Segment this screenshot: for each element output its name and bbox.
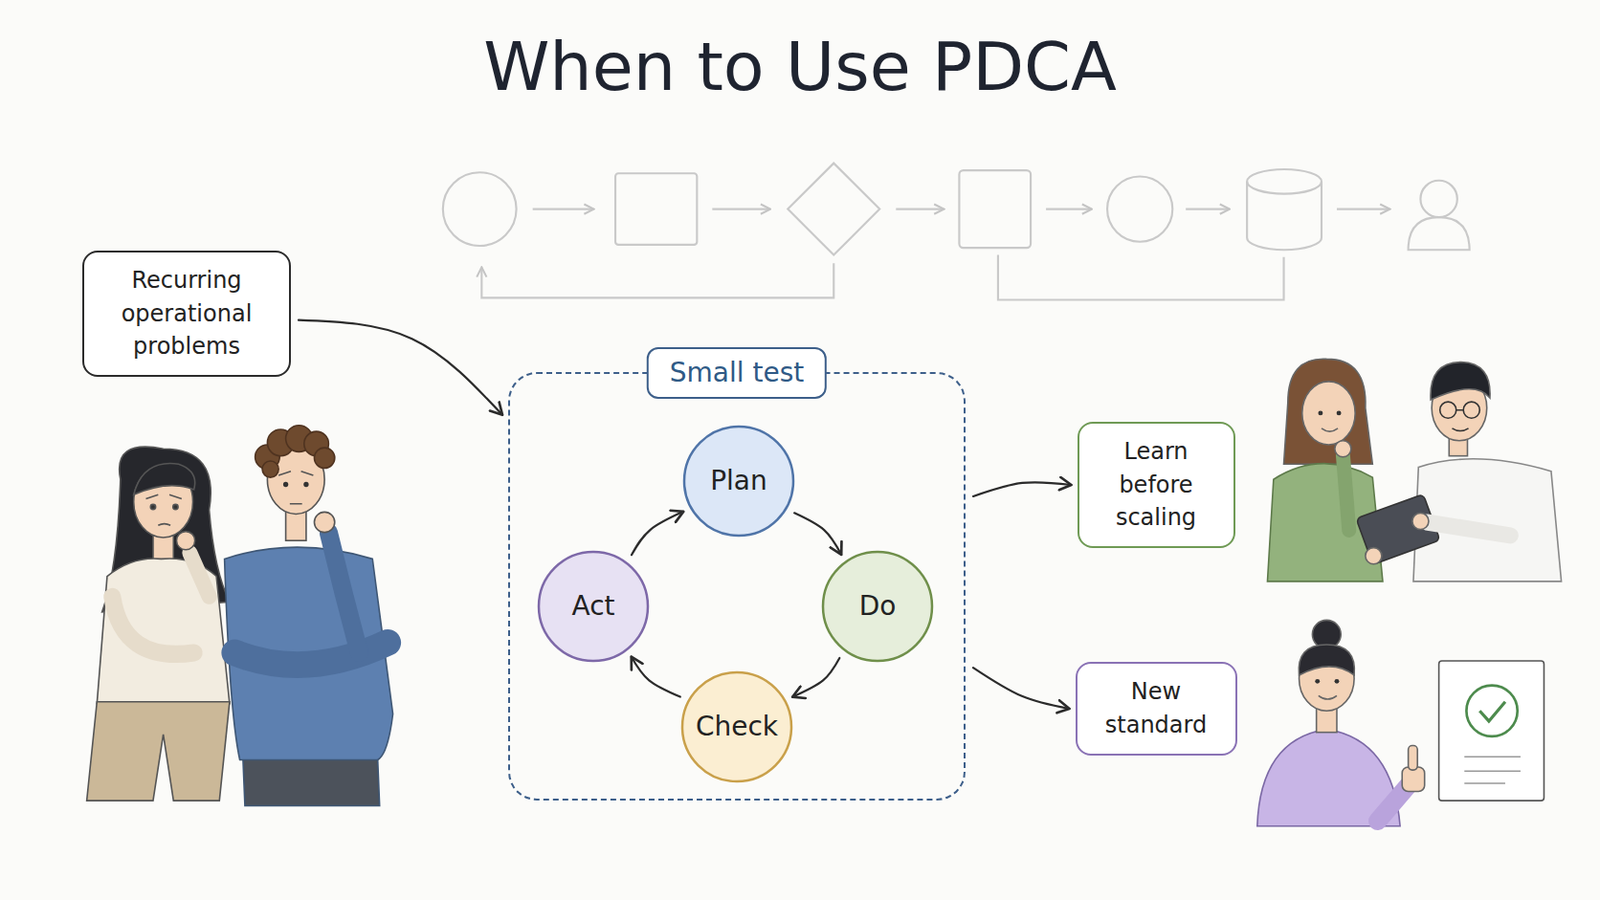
faded-process-flow-part bbox=[998, 255, 1285, 301]
team-with-tablet-part bbox=[1440, 401, 1457, 419]
approving-woman-part bbox=[1314, 679, 1320, 685]
worried-woman-part bbox=[189, 553, 209, 598]
team-with-tablet-part bbox=[1430, 362, 1490, 400]
approving-woman-part bbox=[1298, 644, 1355, 676]
faded-process-flow-part bbox=[787, 163, 880, 256]
arrow-connector bbox=[973, 482, 1072, 497]
arrow-connector bbox=[973, 667, 1070, 710]
test-region: Small testPlanDoCheckAct bbox=[508, 372, 966, 801]
cycle-step-circle: Check bbox=[680, 670, 794, 784]
team-with-tablet-part bbox=[1426, 522, 1511, 536]
callout-box: Recurring operational problems bbox=[82, 250, 291, 378]
worried-man-part bbox=[243, 756, 380, 806]
worried-woman bbox=[87, 446, 230, 801]
node-label: Learn before scaling bbox=[1092, 435, 1221, 535]
approving-woman bbox=[1257, 620, 1545, 826]
approving-woman-part bbox=[1334, 679, 1340, 685]
faded-process-flow-part bbox=[533, 208, 595, 211]
faded-process-flow-part bbox=[1336, 208, 1390, 211]
worried-woman-part bbox=[145, 494, 181, 526]
faded-process-flow-part bbox=[1107, 176, 1173, 242]
worried-woman-part bbox=[111, 597, 194, 655]
worried-man-part bbox=[313, 511, 334, 533]
region-heading: Small test bbox=[646, 347, 827, 400]
team-with-tablet-part bbox=[1336, 410, 1342, 416]
worried-woman-part bbox=[87, 702, 230, 801]
title: When to Use PDCA bbox=[0, 26, 1600, 108]
faded-process-flow-part bbox=[481, 263, 834, 298]
worried-man-part bbox=[283, 482, 289, 488]
circle-shape bbox=[682, 672, 792, 782]
node-label: Check bbox=[695, 708, 778, 748]
worried-woman-part bbox=[150, 504, 156, 510]
faded-process-flow-part bbox=[1246, 169, 1322, 195]
team-with-tablet-part bbox=[1317, 410, 1323, 416]
team-with-tablet-part bbox=[1302, 381, 1356, 445]
faded-process-flow-part bbox=[895, 208, 944, 211]
callout-box: New standard bbox=[1075, 662, 1238, 756]
worried-man bbox=[224, 425, 394, 807]
circle-shape bbox=[538, 552, 648, 662]
team-with-tablet-part bbox=[1413, 459, 1562, 582]
team-with-tablet-part bbox=[1412, 512, 1429, 530]
arrow-connector bbox=[792, 658, 840, 698]
node-label: Plan bbox=[710, 462, 768, 502]
callout-box: Learn before scaling bbox=[1077, 422, 1236, 549]
faded-process-flow-part bbox=[615, 173, 697, 245]
cycle-step-circle: Plan bbox=[682, 424, 796, 538]
cycle-step-circle: Do bbox=[821, 550, 934, 664]
approving-woman-part bbox=[1466, 686, 1517, 737]
faded-process-flow-part bbox=[443, 172, 517, 246]
worried-man-part bbox=[255, 425, 335, 478]
faded-process-flow-part bbox=[1045, 208, 1092, 211]
arrow-connector bbox=[298, 320, 503, 416]
worried-woman-part bbox=[173, 504, 178, 510]
illustration-part bbox=[87, 163, 1562, 827]
faded-process-flow-part bbox=[958, 170, 1031, 248]
approving-woman-part bbox=[1464, 756, 1521, 784]
team-with-tablet bbox=[1266, 358, 1561, 582]
worried-man-part-part bbox=[262, 461, 279, 478]
faded-process-flow-part bbox=[711, 208, 771, 211]
node-label: Recurring operational problems bbox=[97, 264, 276, 364]
worried-man-part bbox=[328, 533, 359, 654]
circle-shape bbox=[822, 552, 933, 662]
team-with-tablet-part bbox=[1365, 548, 1382, 565]
team-with-tablet-part bbox=[1463, 401, 1480, 419]
team-with-tablet-part bbox=[1334, 441, 1352, 458]
faded-process-flow-part bbox=[1185, 208, 1230, 211]
faded-process-flow-part bbox=[1408, 217, 1470, 250]
approving-woman-part bbox=[1408, 746, 1419, 772]
cycle-step-circle: Act bbox=[536, 550, 650, 664]
worried-man-part bbox=[278, 471, 313, 505]
node-label: Do bbox=[859, 587, 897, 627]
team-with-tablet-part bbox=[1284, 358, 1374, 465]
worried-man-part-part bbox=[313, 447, 334, 468]
worried-woman-part bbox=[176, 532, 195, 551]
team-with-tablet-part bbox=[1342, 455, 1349, 532]
faded-process-flow bbox=[443, 163, 1470, 301]
faded-process-flow-part bbox=[1246, 181, 1322, 250]
approving-woman-part bbox=[1377, 785, 1409, 822]
arrow-connector bbox=[631, 511, 684, 556]
faded-process-flow-part bbox=[1420, 180, 1457, 218]
approving-woman-part bbox=[1479, 702, 1506, 722]
node-label: Act bbox=[571, 587, 615, 627]
team-with-tablet-part bbox=[1321, 428, 1338, 432]
team-with-tablet-part bbox=[1451, 410, 1468, 432]
arrow-connector bbox=[794, 512, 842, 556]
arrow-connector bbox=[631, 657, 681, 698]
approving-woman-part bbox=[1439, 661, 1545, 801]
worried-woman-part bbox=[133, 464, 196, 496]
node-label: New standard bbox=[1090, 675, 1223, 743]
worried-man-part bbox=[303, 482, 309, 488]
connectors bbox=[298, 320, 1072, 710]
approving-woman-part bbox=[1318, 695, 1337, 700]
circle-shape bbox=[684, 426, 794, 536]
